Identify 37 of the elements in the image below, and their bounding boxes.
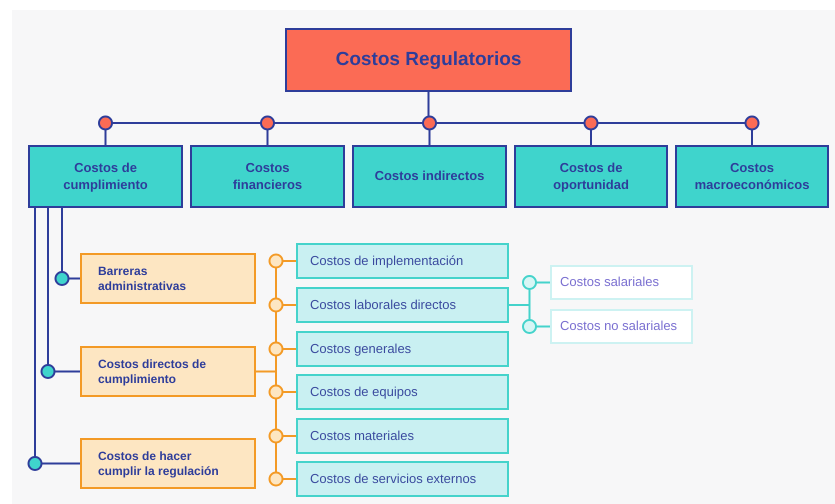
subcategory-box bbox=[80, 253, 256, 304]
category-box bbox=[28, 145, 183, 208]
node-label: Costos indirectos bbox=[374, 168, 484, 185]
detail-box bbox=[550, 309, 693, 344]
node-label: Costos de oportunidad bbox=[552, 160, 630, 193]
node-label: Costos laborales directos bbox=[310, 296, 456, 314]
connector-line bbox=[34, 208, 80, 464]
node-label: Costos materiales bbox=[310, 428, 414, 444]
item-box bbox=[296, 287, 509, 323]
node-label: Costos macroeconómicos bbox=[694, 160, 810, 193]
connector-line bbox=[47, 208, 80, 372]
node-label: Costos directos de cumplimiento bbox=[98, 356, 208, 386]
node-label: Costos de hacer cumplir la regulación bbox=[98, 448, 220, 478]
item-box bbox=[296, 461, 509, 497]
item-box bbox=[296, 418, 509, 454]
node-label: Costos de servicios externos bbox=[310, 470, 476, 488]
subcategory-box bbox=[80, 438, 256, 489]
node-label: Costos financieros bbox=[232, 160, 304, 193]
category-box bbox=[675, 145, 829, 208]
node-label: Costos de implementación bbox=[310, 252, 464, 270]
node-label: Barreras administrativas bbox=[98, 264, 188, 294]
node-label: Costos de equipos bbox=[310, 384, 418, 400]
node-label: Costos generales bbox=[310, 340, 412, 358]
title-box bbox=[285, 28, 572, 92]
node-label: Costos Regulatorios bbox=[336, 48, 522, 72]
item-box bbox=[296, 243, 509, 279]
node-label: Costos de cumplimiento bbox=[62, 160, 149, 193]
node-label: Costos salariales bbox=[560, 274, 659, 291]
category-box bbox=[352, 145, 507, 208]
item-box bbox=[296, 374, 509, 410]
connector-line bbox=[61, 208, 80, 280]
category-box bbox=[514, 145, 668, 208]
item-box bbox=[296, 331, 509, 367]
subcategory-box bbox=[80, 346, 256, 397]
category-box bbox=[190, 145, 345, 208]
node-label: Costos no salariales bbox=[560, 318, 678, 335]
detail-box bbox=[550, 265, 693, 300]
